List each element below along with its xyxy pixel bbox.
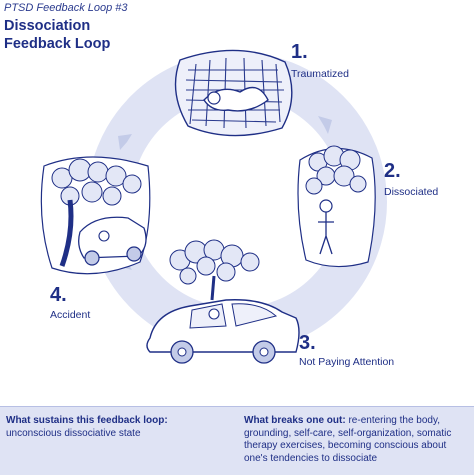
step-1-number: 1. [291, 41, 308, 63]
arrow-chevron-icon [118, 134, 132, 150]
sustains-section: What sustains this feedback loop: uncons… [6, 415, 226, 440]
sketch-accident [40, 156, 151, 275]
title-line-1: Dissociation [4, 18, 91, 34]
step-4-number: 4. [50, 284, 67, 306]
sketch-traumatized [174, 49, 293, 137]
breaks-section: What breaks one out: re-entering the bod… [244, 415, 470, 465]
footer-panel: What sustains this feedback loop: uncons… [0, 406, 474, 475]
step-3-number: 3. [299, 332, 316, 354]
arrow-chevron-icon [318, 116, 332, 134]
step-1-label: Traumatized [291, 68, 349, 80]
sustains-text: unconscious dissociative state [6, 427, 141, 439]
step-4-label: Accident [50, 309, 91, 321]
page-title: Dissociation Feedback Loop [4, 17, 110, 53]
step-2-number: 2. [384, 160, 401, 182]
breaks-heading: What breaks one out: [244, 415, 346, 426]
sustains-heading: What sustains this feedback loop: [6, 415, 168, 426]
sketch-not-paying-attention [146, 239, 300, 364]
title-line-2: Feedback Loop [4, 36, 111, 52]
feedback-loop-diagram [40, 49, 387, 364]
sketch-dissociated [297, 145, 376, 268]
breaks-text: re-entering the body, grounding, self-ca… [244, 415, 452, 464]
step-2-label: Dissociated [384, 186, 439, 198]
step-3-label: Not Paying Attention [299, 356, 395, 368]
series-label: PTSD Feedback Loop #3 [4, 2, 128, 14]
